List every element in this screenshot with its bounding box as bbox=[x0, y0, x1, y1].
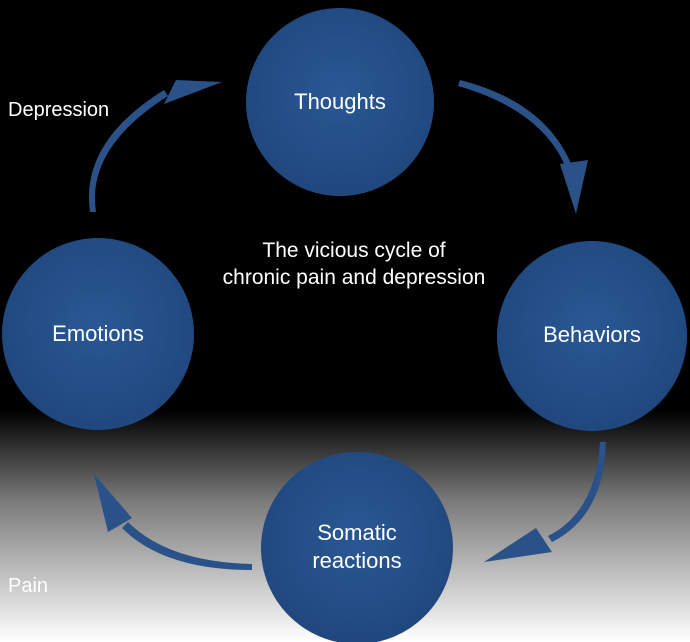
node-emotions: Emotions bbox=[2, 238, 194, 430]
node-thoughts: Thoughts bbox=[246, 8, 434, 196]
node-label: Emotions bbox=[52, 321, 144, 346]
center-caption-line-2: chronic pain and depression bbox=[223, 266, 486, 289]
label-depression: Depression bbox=[8, 99, 109, 121]
arrows bbox=[88, 80, 606, 570]
node-label-line-2: reactions bbox=[312, 548, 401, 573]
node-circle bbox=[497, 241, 687, 431]
center-caption: The vicious cycle of chronic pain and de… bbox=[223, 239, 486, 289]
node-circle bbox=[2, 238, 194, 430]
node-circle bbox=[246, 8, 434, 196]
arrow-somatic-to-emotions bbox=[94, 474, 252, 570]
center-caption-line-1: The vicious cycle of bbox=[262, 239, 445, 262]
arrow-behaviors-to-somatic bbox=[484, 442, 606, 562]
node-label-line-1: Somatic bbox=[317, 520, 396, 545]
node-circle bbox=[261, 452, 453, 642]
node-label: Thoughts bbox=[294, 89, 386, 114]
node-label: Behaviors bbox=[543, 322, 641, 347]
node-behaviors: Behaviors bbox=[497, 241, 687, 431]
node-somatic-reactions: Somatic reactions bbox=[261, 452, 453, 642]
arrow-emotions-to-thoughts bbox=[88, 80, 222, 212]
label-pain: Pain bbox=[8, 575, 48, 597]
arrow-thoughts-to-behaviors bbox=[458, 80, 588, 214]
